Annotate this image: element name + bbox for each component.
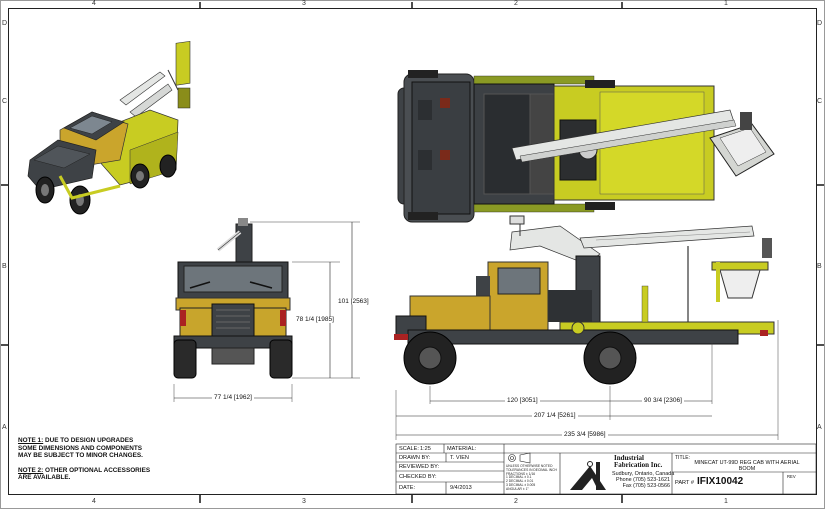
drawing-title-line2: BOOM [738, 466, 756, 472]
company-name: Industrial Fabrication Inc. [614, 455, 662, 469]
zone-col-2-top: 2 [514, 0, 518, 7]
zone-row-c-left: C [2, 98, 8, 105]
isometric-view [27, 40, 191, 215]
zone-row-b-right: B [817, 263, 822, 270]
dim-side-length: 207 1/4 [5261] [532, 412, 578, 419]
reviewed-by-label: REVIEWED BY: [399, 464, 440, 470]
part-label: PART # [675, 480, 694, 486]
drawing-title: MINECAT UT-99D REG CAB WITH AERIAL BOOM [680, 460, 814, 472]
material-label: MATERIAL: [447, 446, 477, 452]
front-view [173, 218, 360, 402]
tolerance-notes: UNLESS OTHERWISE NOTED TOLERANCES IN DEC… [506, 464, 557, 492]
note1-label: NOTE 1: [18, 437, 44, 444]
tolerance-line: TOLERANCES IN DECIMAL INCH [506, 467, 557, 472]
rev-label: REV [787, 474, 796, 479]
dim-front-height-total: 101 [2563] [338, 298, 369, 305]
dim-side-overall-length: 235 3/4 [5986] [562, 431, 608, 438]
zone-col-1-bottom: 1 [724, 498, 728, 505]
zone-row-d-left: D [2, 20, 8, 27]
tolerance-line: 2 DECIMAL ± 0.01 [506, 479, 534, 484]
drawn-by-label: DRAWN BY: [399, 455, 431, 461]
dim-front-height-cab: 78 1/4 [1985] [296, 316, 334, 323]
drawing-notes: NOTE 1: DUE TO DESIGN UPGRADES SOME DIME… [18, 437, 150, 482]
company-city: Sudbury, Ontario, Canada [612, 471, 675, 477]
zone-row-d-right: D [817, 20, 823, 27]
zone-col-3-bottom: 3 [302, 498, 306, 505]
company-name-line2: Fabrication Inc. [614, 461, 663, 469]
zone-row-a-left: A [2, 424, 7, 431]
tolerance-line: 1 DECIMAL ± 0.1 [506, 475, 532, 480]
title-block-grid [395, 443, 817, 495]
date-label: DATE: [399, 485, 416, 491]
tolerance-line: ANGULAR ± 1° [506, 486, 529, 491]
tolerance-line: UNLESS OTHERWISE NOTED [506, 464, 553, 468]
scale-label: SCALE: [399, 446, 419, 452]
side-view [394, 215, 779, 440]
note1-line1: DUE TO DESIGN UPGRADES [43, 437, 134, 444]
zone-col-4-top: 4 [92, 0, 96, 7]
note1-line3: MAY BE SUBJECT TO MINOR CHANGES. [18, 452, 143, 460]
drawing-border [8, 8, 817, 495]
title-label: TITLE: [675, 455, 691, 461]
drawn-by-value: T. VIEN [450, 455, 469, 461]
dim-front-width: 77 1/4 [1962] [212, 394, 254, 401]
note1-line2: SOME DIMENSIONS AND COMPONENTS [18, 444, 143, 452]
zone-col-4-bottom: 4 [92, 498, 96, 505]
company-name-line1: Industrial [614, 454, 644, 462]
part-number: IFIX10042 [697, 476, 744, 487]
zone-col-3-top: 3 [302, 0, 306, 7]
zone-row-a-right: A [817, 424, 822, 431]
date-value: 9/4/2013 [450, 485, 472, 491]
note2-line2: ARE AVAILABLE. [18, 474, 71, 482]
zone-col-1-top: 1 [724, 0, 728, 7]
projection-symbol-icon [508, 452, 531, 464]
note2-label: NOTE 2: [18, 466, 44, 474]
zone-row-b-left: B [2, 263, 7, 270]
company-phone: Phone (705) 523-1621 [616, 477, 670, 483]
company-contact: Sudbury, Ontario, Canada Phone (705) 523… [612, 471, 675, 489]
company-logo [570, 461, 606, 490]
checked-by-label: CHECKED BY: [399, 474, 437, 480]
dim-side-wheelbase: 120 [3051] [505, 397, 540, 404]
drawing-title-line1: MINECAT UT-99D REG CAB WITH AERIAL [694, 460, 800, 466]
top-view [397, 70, 775, 223]
dim-side-rear-overhang: 90 3/4 [2306] [642, 397, 684, 404]
tolerance-line: FRACTIONS ± 1/16 [506, 471, 536, 476]
company-fax: Fax (705) 523-0566 [622, 483, 670, 489]
note2-line1: OTHER OPTIONAL ACCESSORIES [43, 466, 151, 474]
tolerance-line: 3 DECIMAL ± 0.005 [506, 482, 536, 487]
zone-col-2-bottom: 2 [514, 498, 518, 505]
scale-value: 1:25 [420, 446, 431, 452]
zone-row-c-right: C [817, 98, 823, 105]
